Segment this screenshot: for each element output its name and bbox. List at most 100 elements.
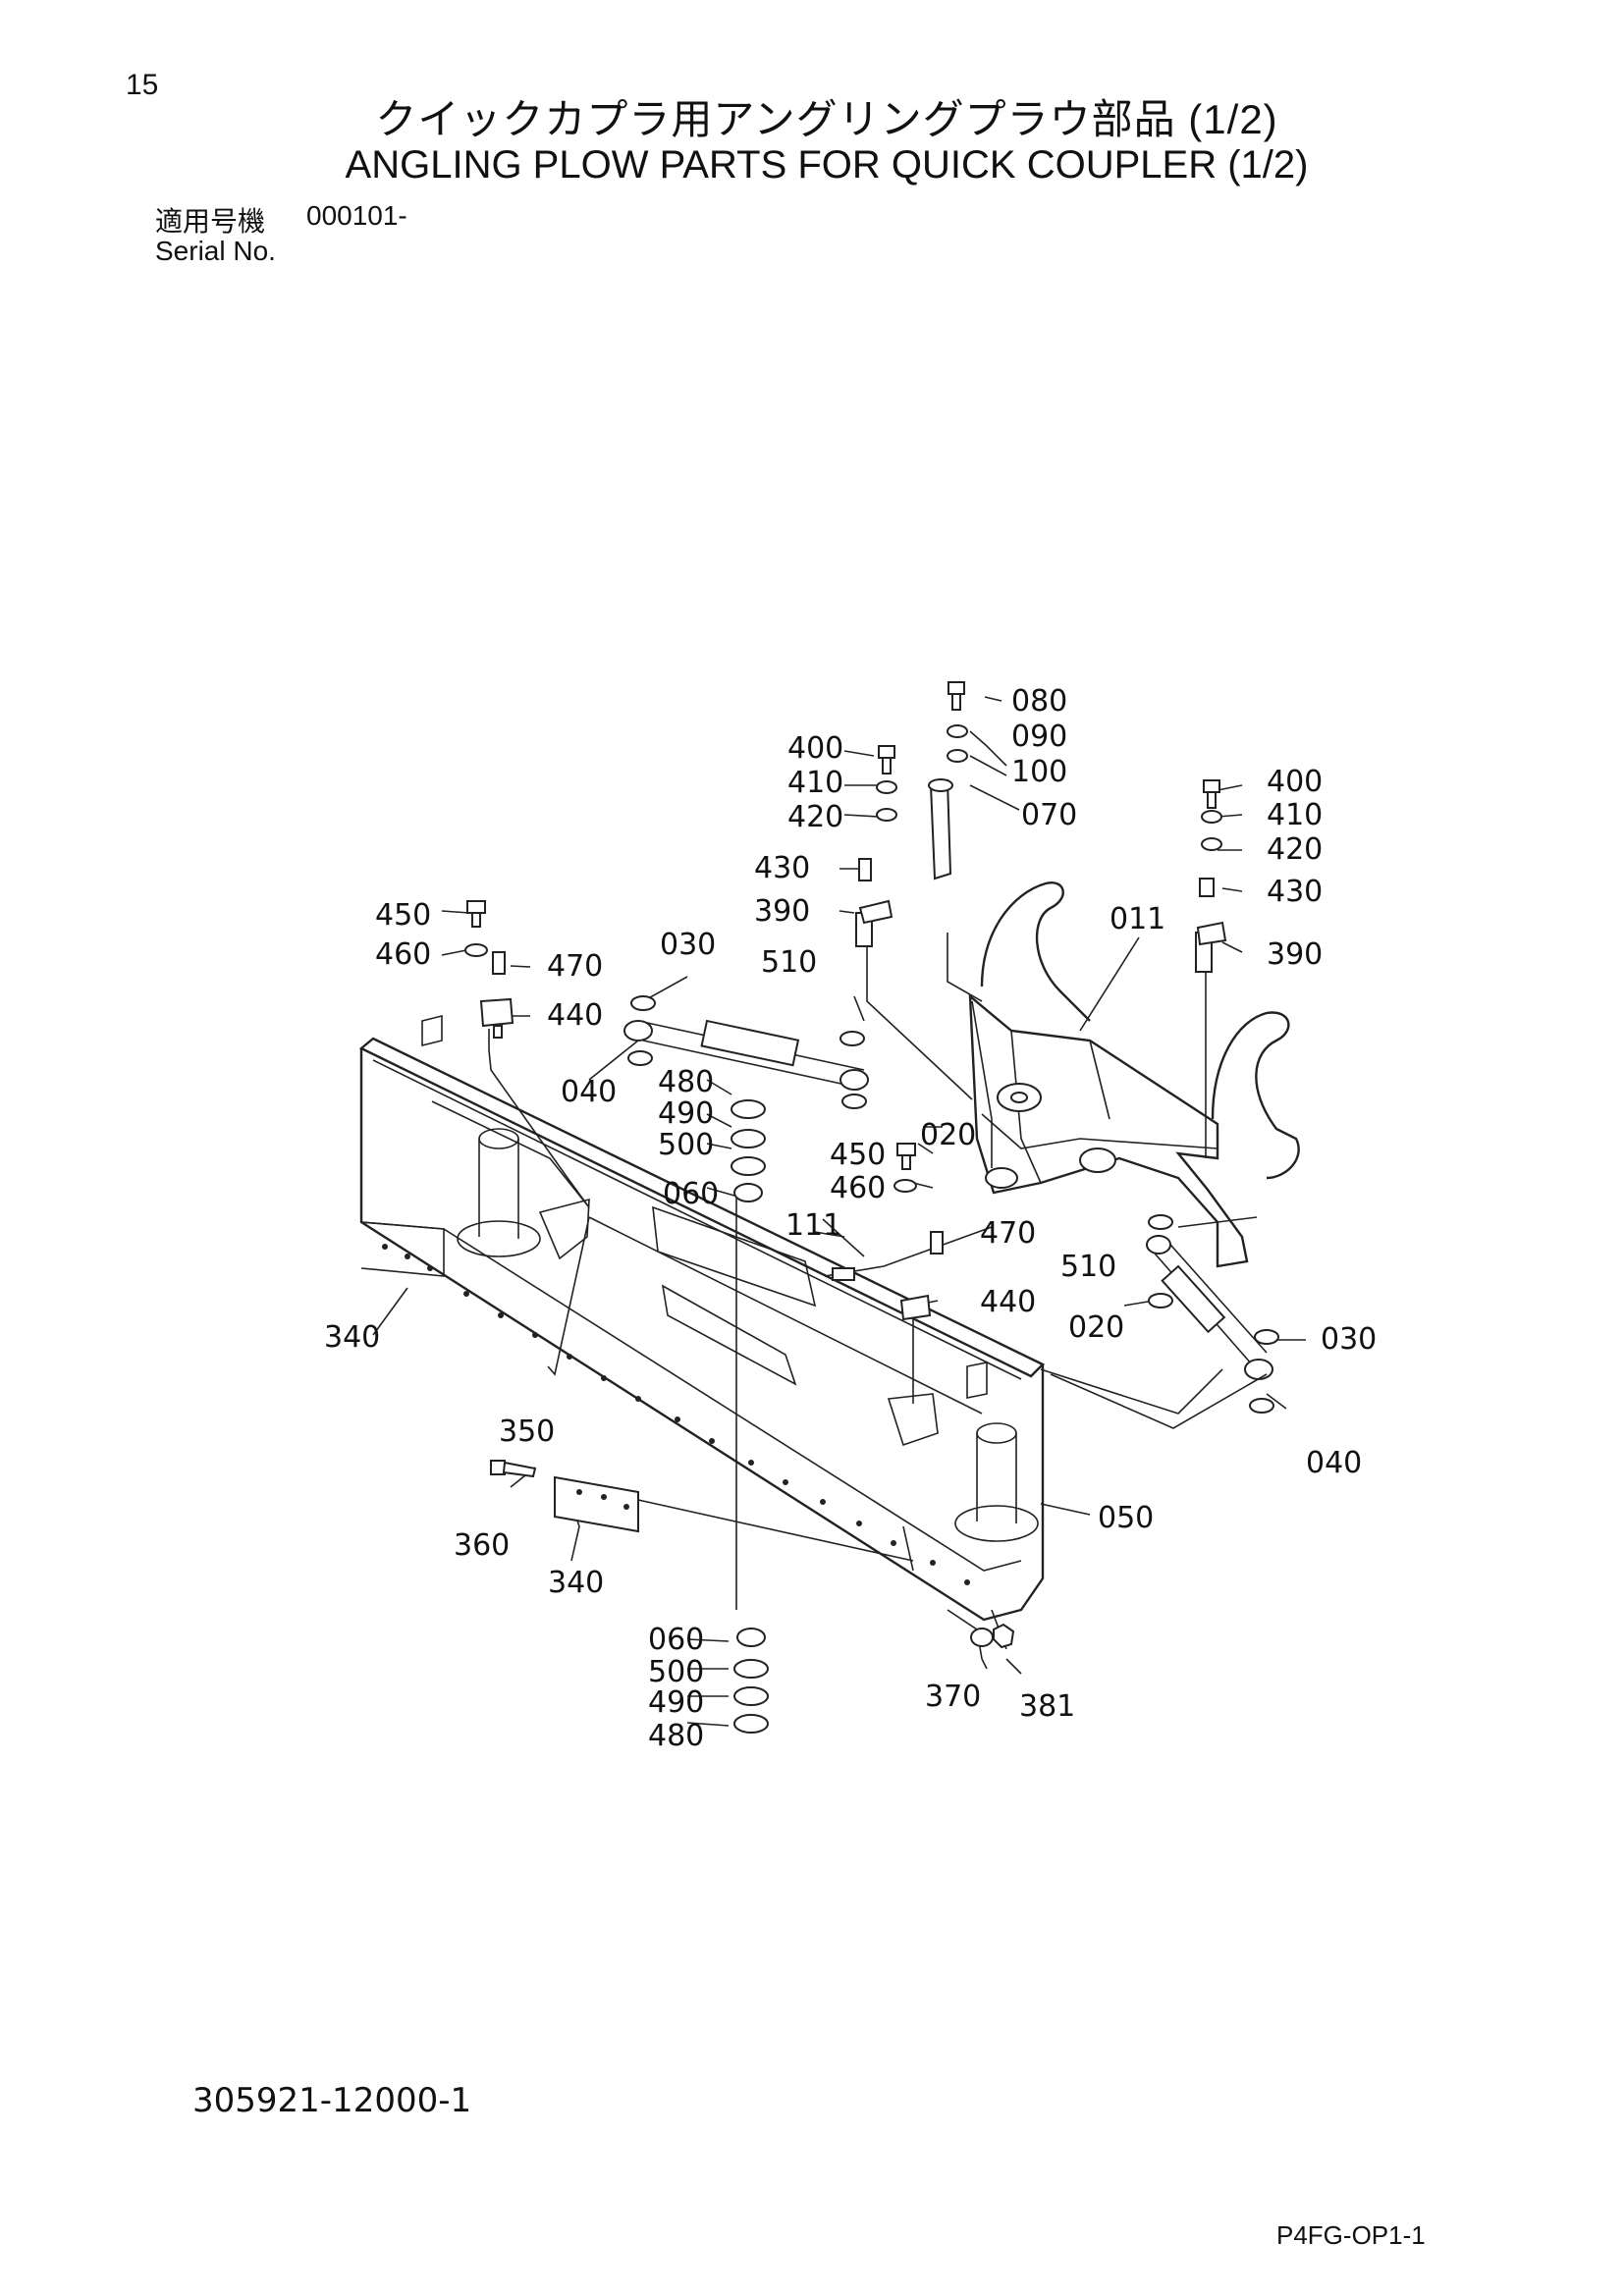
bolt-080-icon: [947, 681, 965, 711]
page-title-japanese: クイックカプラ用アングリングプラウ部品 (1/2): [375, 96, 1278, 142]
callout-labels: 080 090 100 070 400 410 420 430 390 400 …: [324, 684, 1377, 1753]
callout-030-right: 030: [1321, 1322, 1377, 1357]
callout-420-left: 420: [787, 800, 843, 834]
fitting-470-right-icon: [930, 1231, 944, 1255]
callout-440-left: 440: [547, 998, 603, 1033]
callout-340-left: 340: [324, 1320, 380, 1355]
shim-500-bottom-icon: [733, 1659, 769, 1679]
pin-390-left-icon: [855, 899, 893, 947]
washer-510-right-icon: [1148, 1214, 1173, 1230]
drawing-number: 305921-12000-1: [192, 2081, 472, 2120]
page-code: P4FG-OP1-1: [1276, 2220, 1426, 2250]
callout-111: 111: [785, 1208, 841, 1243]
grease-430-left-icon: [858, 858, 872, 881]
callout-510-left: 510: [761, 945, 817, 980]
callout-060-top: 060: [663, 1177, 719, 1211]
callout-480-top: 480: [658, 1065, 714, 1099]
bolt-450-right-icon: [896, 1143, 916, 1170]
shim-490-icon: [731, 1129, 766, 1148]
blade-edge-holes: [382, 1244, 970, 1585]
fitting-111-icon: [832, 1267, 855, 1281]
callout-490-bottom: 490: [648, 1685, 704, 1720]
pin-070-icon: [928, 778, 953, 881]
callout-050: 050: [1098, 1501, 1154, 1535]
callout-490-top: 490: [658, 1096, 714, 1131]
serial-label-japanese: 適用号機: [155, 206, 266, 237]
callout-510-right: 510: [1060, 1250, 1116, 1284]
washer-460-left-icon: [464, 943, 488, 957]
washer-410-left-icon: [876, 780, 897, 794]
callout-500-top: 500: [658, 1128, 714, 1162]
callout-090: 090: [1011, 720, 1067, 754]
washer-370-icon: [970, 1628, 994, 1647]
callout-080: 080: [1011, 684, 1067, 719]
callout-060-bottom: 060: [648, 1623, 704, 1657]
callout-390-left: 390: [754, 894, 810, 929]
callout-400-left: 400: [787, 731, 843, 766]
callout-420-right: 420: [1267, 832, 1323, 867]
plow-blade: [358, 1014, 1046, 1622]
bushing-060-top-icon: [733, 1183, 763, 1202]
callout-370: 370: [925, 1680, 981, 1714]
callout-470-right: 470: [980, 1216, 1036, 1251]
callout-500-bottom: 500: [648, 1655, 704, 1689]
callout-400-right: 400: [1267, 765, 1323, 799]
shim-490-bottom-icon: [733, 1686, 769, 1706]
callout-100: 100: [1011, 755, 1067, 789]
bolt-400-right-icon: [1203, 779, 1220, 809]
callout-440-right: 440: [980, 1285, 1036, 1319]
washer-040-right-icon: [1249, 1398, 1274, 1414]
callout-410-left: 410: [787, 766, 843, 800]
plate-440-left-icon: [479, 997, 514, 1039]
washer-510-left-icon: [839, 1031, 865, 1046]
washer-030-left-icon: [630, 995, 656, 1011]
callout-340-bottom: 340: [548, 1566, 604, 1600]
callout-450-left: 450: [375, 898, 431, 933]
washer-460-right-icon: [893, 1179, 917, 1193]
callout-470-left: 470: [547, 949, 603, 984]
callout-410-right: 410: [1267, 798, 1323, 832]
grease-430-right-icon: [1199, 878, 1215, 897]
washer-100-icon: [947, 749, 968, 763]
callout-020-right: 020: [1068, 1310, 1124, 1345]
pin-390-right-icon: [1195, 921, 1227, 973]
callout-430-right: 430: [1267, 875, 1323, 909]
callout-390-right: 390: [1267, 937, 1323, 972]
shim-480-bottom-icon: [733, 1714, 769, 1734]
callout-040-right: 040: [1306, 1446, 1362, 1480]
cutting-edge-340-icon: [554, 1475, 639, 1533]
angle-cylinder-left: [623, 1019, 869, 1091]
quick-coupler-bracket: [968, 881, 1300, 1268]
callout-070: 070: [1021, 798, 1077, 832]
hardware-parts: [464, 681, 1279, 1734]
bolt-400-left-icon: [878, 745, 895, 774]
page-number: 15: [126, 69, 159, 101]
callout-480-bottom: 480: [648, 1719, 704, 1753]
callout-020-left: 020: [920, 1118, 976, 1152]
nut-381-icon: [993, 1623, 1015, 1649]
callout-430-left: 430: [754, 851, 810, 885]
callout-011: 011: [1110, 902, 1165, 936]
washer-020-left-icon: [841, 1094, 867, 1109]
callout-030-left: 030: [660, 928, 716, 962]
fitting-470-left-icon: [492, 951, 506, 975]
callout-360: 360: [454, 1528, 510, 1563]
washer-040-left-icon: [627, 1050, 653, 1066]
washer-090-icon: [947, 724, 968, 738]
callout-350: 350: [499, 1415, 555, 1449]
washer-420-right-icon: [1201, 837, 1222, 851]
washer-410-right-icon: [1201, 810, 1222, 824]
callout-450-right: 450: [830, 1138, 886, 1172]
shim-500-icon: [731, 1156, 766, 1176]
page-title-english: ANGLING PLOW PARTS FOR QUICK COUPLER (1/…: [345, 143, 1309, 187]
shim-480-icon: [731, 1099, 766, 1119]
callout-040-left: 040: [561, 1075, 617, 1109]
washer-030-right-icon: [1254, 1329, 1279, 1345]
serial-number-value: 000101-: [306, 200, 407, 231]
washer-420-left-icon: [876, 808, 897, 822]
bushing-060-bottom-icon: [736, 1628, 766, 1647]
washer-020-right-icon: [1148, 1293, 1173, 1308]
serial-label-english: Serial No.: [155, 236, 276, 266]
callout-460-left: 460: [375, 937, 431, 972]
